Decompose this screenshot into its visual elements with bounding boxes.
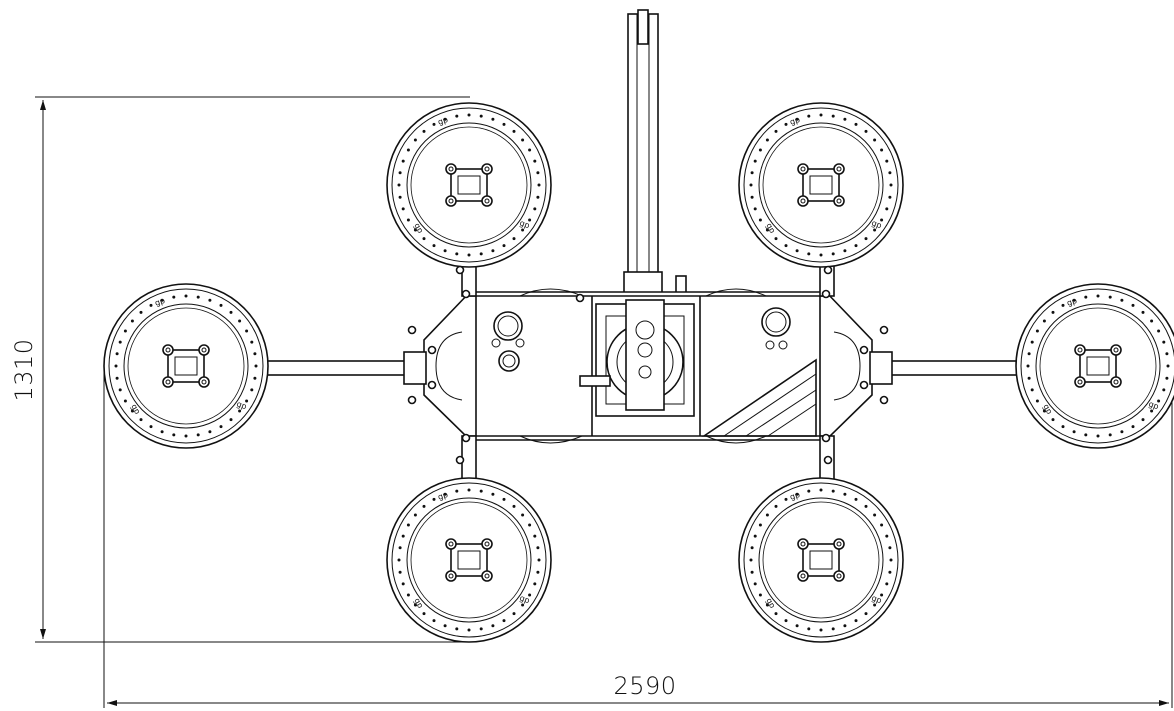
bolt [575, 293, 585, 303]
gauge-icon [493, 311, 523, 341]
suction-pad: gp gp gp [738, 102, 904, 268]
pad-marking-label: gp [235, 399, 248, 411]
suction-pad: gp gp gp [103, 283, 269, 449]
suction-pad: gp gp gp [738, 477, 904, 643]
bolt [879, 395, 889, 405]
width-dimension-label: 2590 [613, 672, 676, 700]
bolt [859, 345, 869, 355]
pad-marking-label: gp [437, 490, 450, 502]
pad-marking-label: gp [789, 115, 802, 127]
bolt [859, 380, 869, 390]
pad-marking-label: gp [129, 403, 142, 416]
pad-marking-label: gp [789, 490, 802, 502]
suction-pads: gp gp gp gp gp gp gp gp gp gp gp gp gp gp gp gp gp gp [103, 102, 1174, 643]
lifting-beam [623, 9, 687, 313]
width-dimension: 2590 [103, 360, 1173, 708]
pad-marking-label: gp [1066, 296, 1079, 308]
pad-marking-label: gp [870, 218, 883, 230]
pad-marking-label: gp [437, 115, 450, 127]
main-frame [423, 288, 873, 444]
bolt [823, 455, 833, 465]
gauge-icon [761, 307, 791, 337]
pad-marking-label: gp [764, 222, 777, 235]
bolt [427, 380, 437, 390]
height-dimension: 1310 [10, 96, 470, 643]
pad-marking-label: gp [412, 222, 425, 235]
pad-marking-label: gp [764, 597, 777, 610]
pad-marking-label: gp [1041, 403, 1054, 416]
pad-marking-label: gp [154, 296, 167, 308]
bolt [455, 455, 465, 465]
pad-marking-label: gp [1147, 399, 1160, 411]
bolt [821, 433, 831, 443]
frame-bolts [407, 265, 889, 465]
bolt [427, 345, 437, 355]
bolt [461, 289, 471, 299]
pad-marking-label: gp [518, 593, 531, 605]
bolt [407, 395, 417, 405]
suction-pad: gp gp gp [386, 102, 552, 268]
bolt [407, 325, 417, 335]
suction-pad: gp gp gp [1015, 283, 1174, 449]
pad-marking-label: gp [870, 593, 883, 605]
pad-marking-label: gp [518, 218, 531, 230]
height-dimension-label: 1310 [10, 338, 38, 401]
bolt [823, 265, 833, 275]
pad-marking-label: gp [412, 597, 425, 610]
bolt [461, 433, 471, 443]
suction-pad: gp gp gp [386, 477, 552, 643]
bolt [455, 265, 465, 275]
bolt [879, 325, 889, 335]
bolt [821, 289, 831, 299]
